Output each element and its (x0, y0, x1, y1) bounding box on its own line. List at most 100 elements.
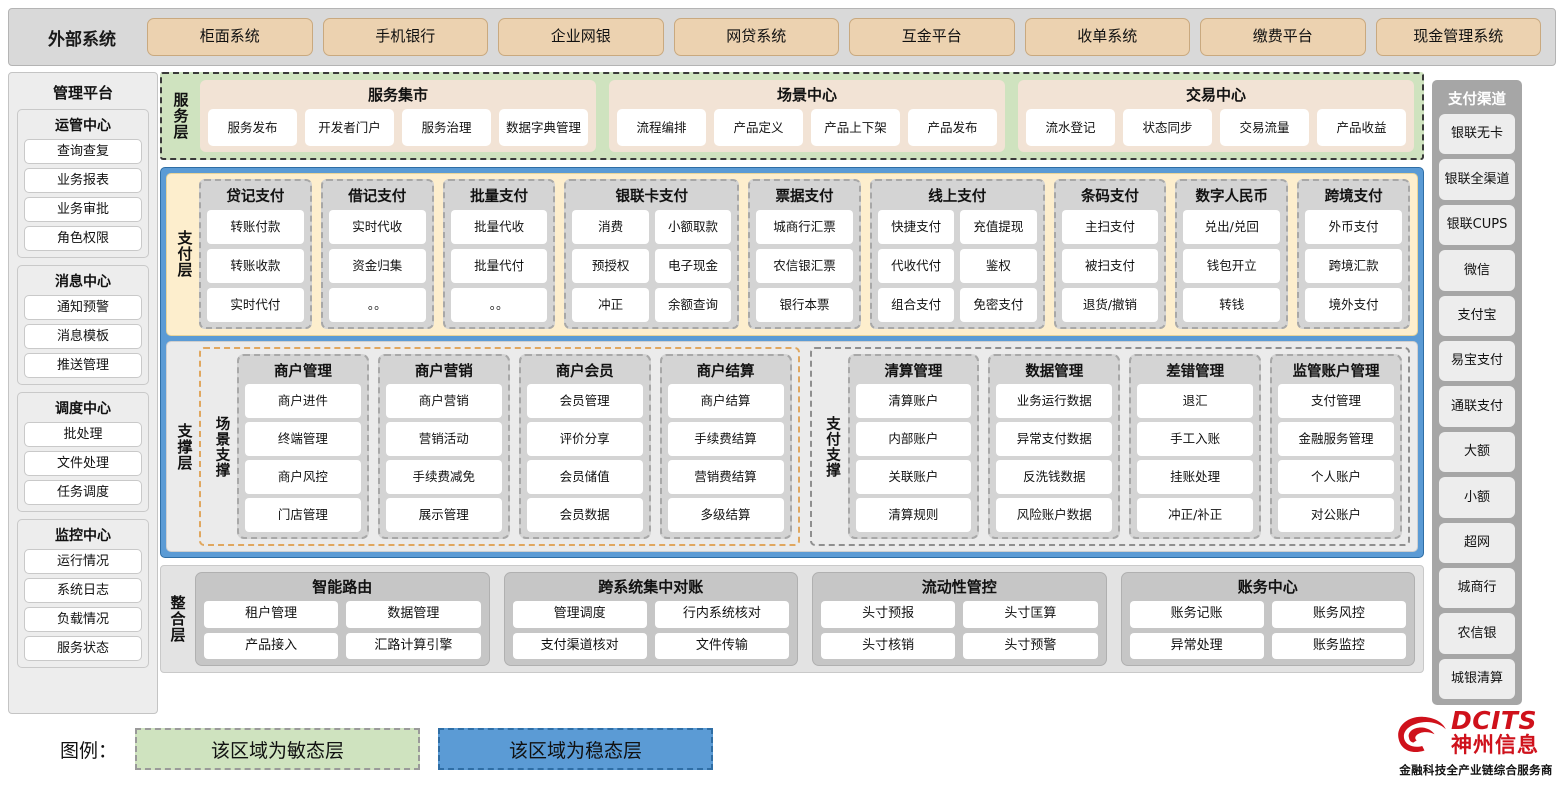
payment-item[interactable]: 境外支付 (1305, 288, 1402, 322)
support-item[interactable]: 退汇 (1137, 384, 1253, 418)
support-item[interactable]: 终端管理 (245, 422, 361, 456)
support-item[interactable]: 商户风控 (245, 460, 361, 494)
integration-item[interactable]: 汇路计算引擎 (346, 633, 480, 660)
management-item[interactable]: 查询查复 (24, 139, 142, 164)
payment-item[interactable]: 农信银汇票 (756, 249, 853, 283)
payment-channel-item[interactable]: 银联无卡 (1439, 114, 1515, 154)
support-item[interactable]: 商户结算 (668, 384, 784, 418)
support-item[interactable]: 手续费减免 (386, 460, 502, 494)
service-item[interactable]: 状态同步 (1123, 109, 1212, 146)
support-item[interactable]: 反洗钱数据 (996, 460, 1112, 494)
external-system-chip[interactable]: 互金平台 (849, 18, 1015, 56)
support-item[interactable]: 营销活动 (386, 422, 502, 456)
payment-item[interactable]: 组合支付 (878, 288, 954, 322)
support-item[interactable]: 清算账户 (856, 384, 972, 418)
payment-item[interactable]: 外币支付 (1305, 210, 1402, 244)
management-item[interactable]: 负载情况 (24, 607, 142, 632)
management-item[interactable]: 通知预警 (24, 295, 142, 320)
integration-item[interactable]: 账务监控 (1272, 633, 1406, 660)
service-item[interactable]: 开发者门户 (305, 109, 394, 146)
support-item[interactable]: 个人账户 (1278, 460, 1394, 494)
integration-item[interactable]: 数据管理 (346, 601, 480, 628)
integration-item[interactable]: 头寸匡算 (963, 601, 1097, 628)
payment-item[interactable]: 电子现金 (655, 249, 731, 283)
integration-item[interactable]: 异常处理 (1130, 633, 1264, 660)
integration-item[interactable]: 行内系统核对 (655, 601, 789, 628)
management-item[interactable]: 运行情况 (24, 549, 142, 574)
service-item[interactable]: 产品发布 (908, 109, 997, 146)
payment-item[interactable]: 城商行汇票 (756, 210, 853, 244)
external-system-chip[interactable]: 企业网银 (498, 18, 664, 56)
payment-item[interactable]: 钱包开立 (1183, 249, 1280, 283)
payment-item[interactable]: 余额查询 (655, 288, 731, 322)
payment-item[interactable]: 主扫支付 (1062, 210, 1159, 244)
support-item[interactable]: 手工入账 (1137, 422, 1253, 456)
support-item[interactable]: 风险账户数据 (996, 498, 1112, 532)
support-item[interactable]: 营销费结算 (668, 460, 784, 494)
external-system-chip[interactable]: 柜面系统 (147, 18, 313, 56)
management-item[interactable]: 文件处理 (24, 451, 142, 476)
integration-item[interactable]: 租户管理 (204, 601, 338, 628)
payment-item[interactable]: 小额取款 (655, 210, 731, 244)
external-system-chip[interactable]: 现金管理系统 (1376, 18, 1542, 56)
payment-item[interactable]: 免密支付 (960, 288, 1036, 322)
management-item[interactable]: 推送管理 (24, 353, 142, 378)
payment-item[interactable]: 快捷支付 (878, 210, 954, 244)
support-item[interactable]: 内部账户 (856, 422, 972, 456)
integration-item[interactable]: 管理调度 (513, 601, 647, 628)
payment-channel-item[interactable]: 城商行 (1439, 568, 1515, 608)
support-item[interactable]: 门店管理 (245, 498, 361, 532)
integration-item[interactable]: 支付渠道核对 (513, 633, 647, 660)
integration-item[interactable]: 产品接入 (204, 633, 338, 660)
payment-item[interactable]: 。。 (329, 288, 426, 322)
payment-item[interactable]: 实时代收 (329, 210, 426, 244)
payment-item[interactable]: 银行本票 (756, 288, 853, 322)
payment-item[interactable]: 。。 (451, 288, 548, 322)
service-item[interactable]: 服务治理 (402, 109, 491, 146)
payment-item[interactable]: 被扫支付 (1062, 249, 1159, 283)
support-item[interactable]: 展示管理 (386, 498, 502, 532)
support-item[interactable]: 对公账户 (1278, 498, 1394, 532)
payment-channel-item[interactable]: 农信银 (1439, 613, 1515, 653)
integration-item[interactable]: 头寸预警 (963, 633, 1097, 660)
support-item[interactable]: 会员数据 (527, 498, 643, 532)
payment-channel-item[interactable]: 支付宝 (1439, 296, 1515, 336)
support-item[interactable]: 业务运行数据 (996, 384, 1112, 418)
management-item[interactable]: 服务状态 (24, 636, 142, 661)
external-system-chip[interactable]: 手机银行 (323, 18, 489, 56)
external-system-chip[interactable]: 缴费平台 (1200, 18, 1366, 56)
support-item[interactable]: 多级结算 (668, 498, 784, 532)
payment-item[interactable]: 鉴权 (960, 249, 1036, 283)
integration-item[interactable]: 文件传输 (655, 633, 789, 660)
integration-item[interactable]: 账务记账 (1130, 601, 1264, 628)
payment-channel-item[interactable]: 超网 (1439, 523, 1515, 563)
support-item[interactable]: 挂账处理 (1137, 460, 1253, 494)
payment-item[interactable]: 代收代付 (878, 249, 954, 283)
payment-item[interactable]: 转账付款 (207, 210, 304, 244)
payment-channel-item[interactable]: 易宝支付 (1439, 341, 1515, 381)
payment-item[interactable]: 转钱 (1183, 288, 1280, 322)
support-item[interactable]: 商户进件 (245, 384, 361, 418)
payment-item[interactable]: 冲正 (572, 288, 648, 322)
service-item[interactable]: 交易流量 (1220, 109, 1309, 146)
integration-item[interactable]: 账务风控 (1272, 601, 1406, 628)
management-item[interactable]: 消息模板 (24, 324, 142, 349)
payment-item[interactable]: 兑出/兑回 (1183, 210, 1280, 244)
external-system-chip[interactable]: 收单系统 (1025, 18, 1191, 56)
management-item[interactable]: 业务报表 (24, 168, 142, 193)
support-item[interactable]: 评价分享 (527, 422, 643, 456)
service-item[interactable]: 流程编排 (617, 109, 706, 146)
management-item[interactable]: 角色权限 (24, 226, 142, 251)
payment-item[interactable]: 批量代收 (451, 210, 548, 244)
support-item[interactable]: 异常支付数据 (996, 422, 1112, 456)
integration-item[interactable]: 头寸预报 (821, 601, 955, 628)
support-item[interactable]: 会员储值 (527, 460, 643, 494)
service-item[interactable]: 产品上下架 (811, 109, 900, 146)
payment-channel-item[interactable]: 微信 (1439, 250, 1515, 290)
payment-channel-item[interactable]: 银联CUPS (1439, 205, 1515, 245)
payment-channel-item[interactable]: 银联全渠道 (1439, 159, 1515, 199)
service-item[interactable]: 产品收益 (1317, 109, 1406, 146)
management-item[interactable]: 任务调度 (24, 480, 142, 505)
payment-item[interactable]: 充值提现 (960, 210, 1036, 244)
payment-item[interactable]: 批量代付 (451, 249, 548, 283)
